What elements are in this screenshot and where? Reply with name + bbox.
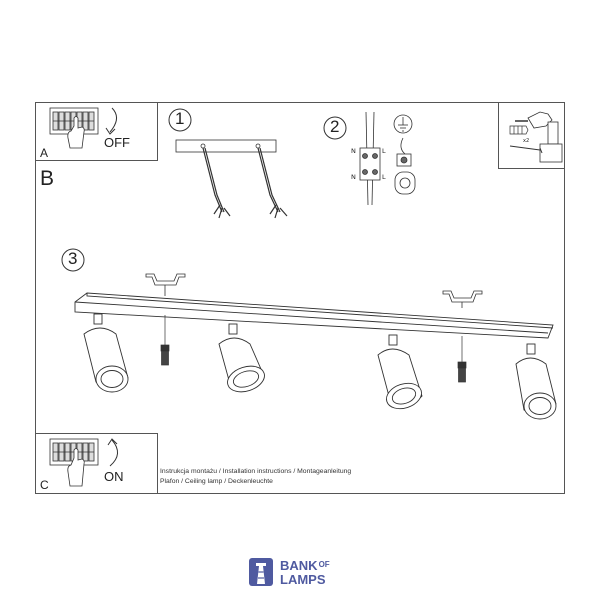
spotlight-3 bbox=[377, 334, 423, 410]
on-label: ON bbox=[104, 469, 124, 484]
spotlight-2 bbox=[218, 323, 265, 393]
logo-lighthouse-icon bbox=[249, 558, 273, 586]
curved-arrow-up-icon bbox=[107, 438, 118, 467]
wall-plug-icon bbox=[509, 125, 529, 135]
caption-line-2: Plafon / Ceiling lamp / Deckenleuchte bbox=[160, 478, 273, 485]
live-label: L bbox=[382, 147, 386, 155]
spotlight-4 bbox=[515, 343, 557, 420]
screw-icon bbox=[160, 315, 170, 366]
hand-icon bbox=[67, 116, 85, 149]
mounting-bracket-icon bbox=[442, 290, 483, 308]
terminal-block-icon bbox=[359, 111, 381, 206]
neutral-label: N bbox=[351, 147, 356, 155]
spotlight-1 bbox=[83, 313, 129, 393]
quantity-label: x2 bbox=[523, 138, 530, 144]
main-frame bbox=[35, 102, 565, 494]
curved-arrow-down-icon bbox=[105, 107, 117, 135]
ground-connector-icon bbox=[394, 137, 416, 195]
section-b-label: B bbox=[40, 167, 55, 190]
screw-icon bbox=[509, 145, 543, 154]
brand-word-lamps: LAMPS bbox=[280, 572, 326, 587]
brand-word-bank: BANK bbox=[280, 558, 318, 573]
drill-icon bbox=[515, 111, 563, 163]
step-2-circle bbox=[323, 116, 347, 140]
hand-icon bbox=[67, 448, 85, 487]
wire-icon bbox=[202, 147, 231, 219]
brand-logo: BANKOF LAMPS bbox=[280, 558, 330, 587]
off-label: OFF bbox=[104, 135, 130, 150]
ground-symbol-icon bbox=[393, 114, 413, 134]
mounting-bracket-icon bbox=[145, 273, 186, 296]
step-3-circle bbox=[61, 248, 85, 272]
caption-line-1: Instrukcja montażu / Installation instru… bbox=[160, 468, 352, 475]
brand-word-of: OF bbox=[318, 560, 330, 569]
live-label: L bbox=[382, 173, 386, 181]
lamp-bar bbox=[74, 292, 554, 339]
screw-icon bbox=[457, 336, 467, 383]
wire-icon bbox=[257, 147, 288, 219]
step-2-number: 2 bbox=[330, 117, 340, 136]
step-1-number: 1 bbox=[175, 109, 185, 128]
mounting-plate-icon bbox=[175, 139, 277, 153]
step-1-circle bbox=[168, 108, 192, 132]
panel-c-label: C bbox=[40, 478, 49, 492]
panel-a-label: A bbox=[40, 146, 49, 160]
step-3-number: 3 bbox=[68, 249, 78, 268]
neutral-label: N bbox=[351, 173, 356, 181]
